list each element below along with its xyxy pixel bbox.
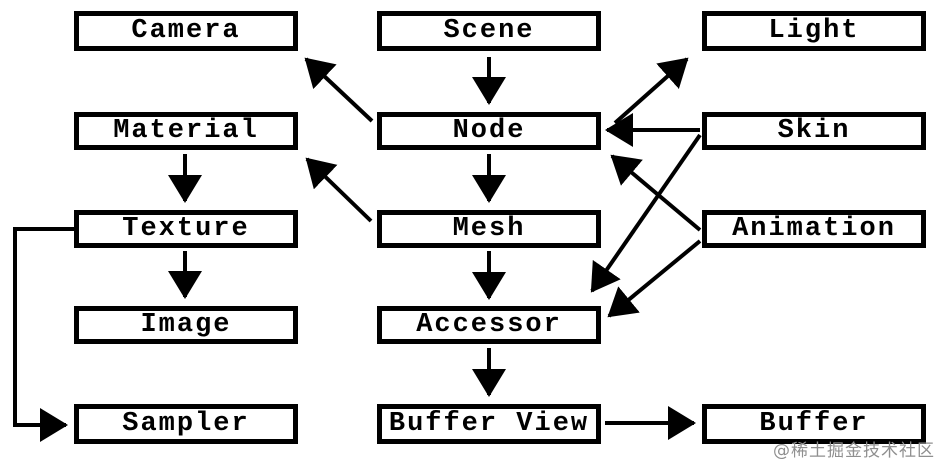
node-camera: Camera <box>74 11 298 51</box>
node-buffer: Buffer <box>702 404 926 444</box>
node-accessor: Accessor <box>377 306 601 344</box>
edge-node-light <box>613 57 689 125</box>
edge-skin-accessor <box>590 133 702 293</box>
node-light: Light <box>702 11 926 51</box>
node-node: Node <box>377 112 601 150</box>
node-image: Image <box>74 306 298 344</box>
edge-texture-sampler <box>13 227 74 442</box>
node-sampler: Sampler <box>74 404 298 444</box>
watermark-text: @稀土掘金技术社区 <box>773 441 935 461</box>
edge-animation-node <box>610 154 702 232</box>
edge-mesh-material <box>305 157 373 223</box>
node-skin: Skin <box>702 112 926 150</box>
edge-animation-accessor <box>607 239 702 318</box>
node-animation: Animation <box>702 210 926 248</box>
node-scene: Scene <box>377 11 601 51</box>
node-mesh: Mesh <box>377 210 601 248</box>
edge-node-camera <box>304 57 374 123</box>
node-texture: Texture <box>74 210 298 248</box>
node-material: Material <box>74 112 298 150</box>
node-buffer-view: Buffer View <box>377 404 601 444</box>
